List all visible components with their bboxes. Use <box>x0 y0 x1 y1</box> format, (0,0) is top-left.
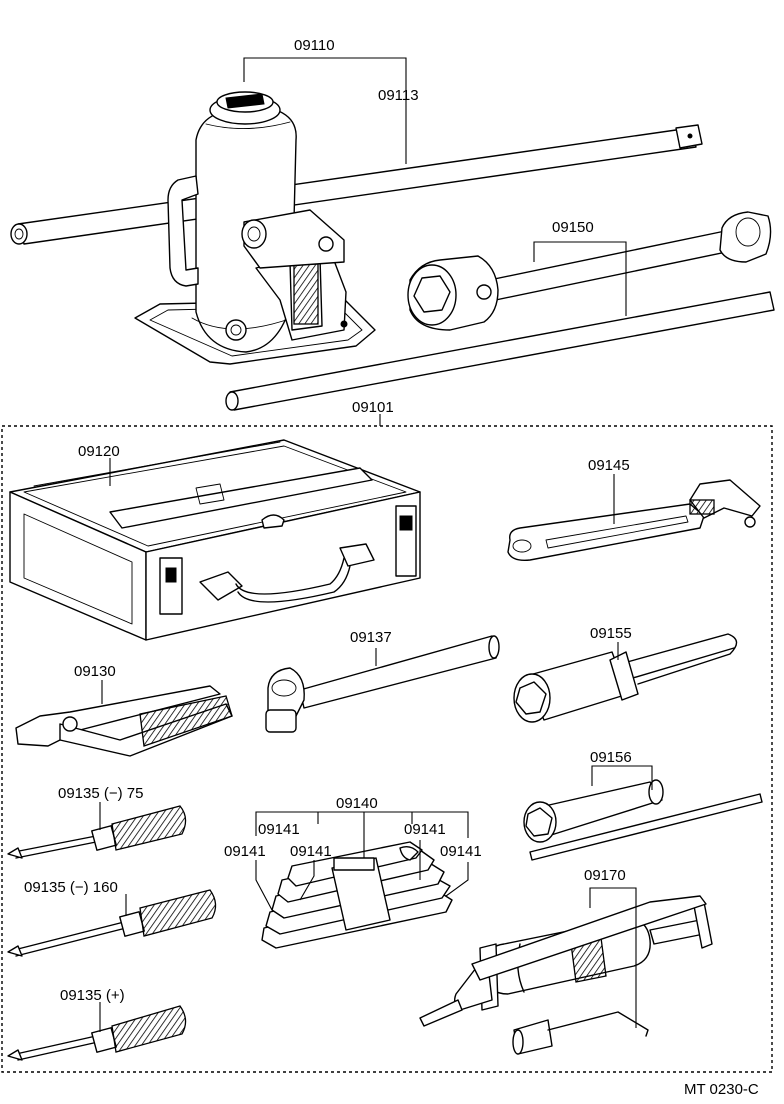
diagram-code: MT 0230-C <box>684 1081 759 1098</box>
label-jack-handle: 09113 <box>378 87 419 104</box>
screwdriver-plus-illustration <box>7 1005 187 1061</box>
label-grease-gun: 09170 <box>584 867 626 884</box>
extension-bar-illustration <box>225 291 775 411</box>
leader-lines <box>99 57 653 1032</box>
screwdriver-160-illustration <box>7 889 217 957</box>
label-wrench-b: 09141 <box>404 821 446 838</box>
plug-wrench-illustration <box>513 633 738 723</box>
pliers-illustration <box>15 685 233 757</box>
label-hub-nut-wrench: 09150 <box>552 219 594 236</box>
label-jack-assembly: 09110 <box>294 37 335 54</box>
label-wrench-c: 09141 <box>224 843 266 860</box>
grease-gun-illustration <box>419 895 713 1055</box>
label-adjustable-wrench: 09145 <box>588 457 630 474</box>
screwdriver-75-illustration <box>7 805 187 859</box>
label-screwdriver-plus: 09135 (+) <box>60 987 125 1004</box>
label-hammer: 09137 <box>350 629 392 646</box>
tool-bag-illustration <box>9 439 421 641</box>
label-screwdriver-160: 09135 (−) 160 <box>24 879 118 896</box>
label-wrench-set: 09140 <box>336 795 378 812</box>
label-screwdriver-75: 09135 (−) 75 <box>58 785 143 802</box>
label-box-wrench: 09156 <box>590 749 632 766</box>
label-pliers: 09130 <box>74 663 116 680</box>
tool-set-frame <box>1 425 773 1073</box>
bottle-jack-illustration <box>134 91 376 365</box>
hub-nut-wrench-illustration <box>407 211 772 331</box>
box-wrench-illustration <box>523 779 763 861</box>
label-wrench-a: 09141 <box>258 821 300 838</box>
label-plug-wrench: 09155 <box>590 625 632 642</box>
jack-handle-illustration <box>10 124 703 245</box>
label-tool-bag: 09120 <box>78 443 120 460</box>
adjustable-wrench-illustration <box>507 479 761 562</box>
hammer-illustration <box>265 635 500 733</box>
label-tool-set: 09101 <box>352 399 394 416</box>
label-wrench-e: 09141 <box>440 843 482 860</box>
label-wrench-d: 09141 <box>290 843 332 860</box>
